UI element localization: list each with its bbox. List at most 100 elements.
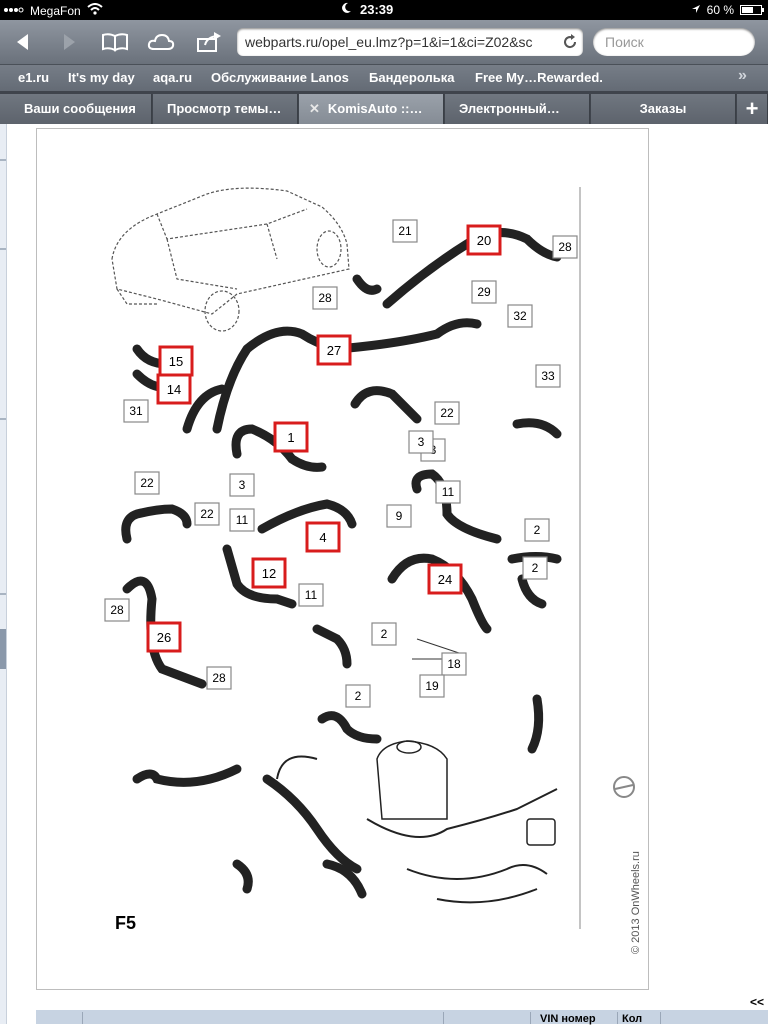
back-arrow-icon: [17, 34, 28, 50]
share-icon: [197, 32, 221, 52]
bookmark-item[interactable]: e1.ru: [18, 70, 50, 85]
callout: 28: [552, 235, 578, 259]
back-button[interactable]: [8, 28, 38, 56]
callout-number: 2: [381, 627, 388, 641]
bookmarks-more-button[interactable]: »: [738, 67, 747, 84]
url-text: webparts.ru/opel_eu.lmz?p=1&i=1&ci=Z02&s…: [245, 34, 533, 50]
callout-number: 28: [558, 240, 572, 254]
callout-number: 14: [167, 382, 181, 397]
callout-number: 11: [305, 588, 318, 602]
callout-number: 22: [140, 476, 154, 490]
callout: 11: [435, 480, 461, 504]
tab-item[interactable]: Ваши сообщения: [0, 94, 152, 124]
callout-highlighted: 20: [466, 224, 502, 256]
callout: 29: [471, 280, 497, 304]
table-header-qty: Кол: [622, 1013, 643, 1025]
callout-highlighted: 15: [158, 345, 194, 377]
callout-number: 18: [447, 657, 461, 671]
callout: 31: [123, 399, 149, 423]
cloud-icon: [147, 33, 175, 50]
callout-number: 19: [425, 679, 439, 693]
callout-number: 4: [319, 530, 326, 545]
callout-number: 11: [442, 485, 455, 499]
share-button[interactable]: [194, 28, 224, 56]
car-outline: [111, 187, 350, 332]
opel-logo-icon: [613, 776, 635, 798]
bookmark-item[interactable]: aqa.ru: [153, 70, 193, 85]
callout: 33: [535, 364, 561, 388]
battery-icon: [740, 5, 764, 15]
location-icon: [691, 3, 701, 17]
reload-icon[interactable]: [561, 32, 579, 56]
callout: 21: [392, 219, 418, 243]
callout-number: 27: [327, 343, 341, 358]
table-divider: [443, 1012, 444, 1024]
callout-number: 32: [513, 309, 527, 323]
callout: 18: [441, 652, 467, 676]
callout: 3: [408, 430, 434, 454]
plus-icon: +: [745, 96, 759, 121]
callout-number: 28: [212, 671, 226, 685]
figure-code: F5: [115, 913, 136, 933]
callout-number: 2: [534, 523, 541, 537]
bookmark-item[interactable]: It's my day: [68, 70, 135, 85]
clock-label: 23:39: [360, 2, 394, 17]
callout: 2: [345, 684, 371, 708]
callout: 32: [507, 304, 533, 328]
tab-item[interactable]: Заказы: [591, 94, 736, 124]
tab-item[interactable]: Электронный…: [445, 94, 590, 124]
callout: 28: [312, 286, 338, 310]
bookmark-item[interactable]: Бандеролька: [369, 70, 455, 85]
callout-number: 1: [287, 430, 294, 445]
pager-link[interactable]: <<: [750, 995, 765, 1009]
forward-button[interactable]: [54, 28, 84, 56]
callout-number: 2: [355, 689, 362, 703]
callout: 22: [434, 401, 460, 425]
callout: 9: [386, 504, 412, 528]
callout-highlighted: 1: [273, 421, 309, 453]
callout-highlighted: 26: [146, 621, 182, 653]
callout: 22: [134, 471, 160, 495]
bookmark-item[interactable]: Обслуживание Lanos: [211, 70, 349, 85]
callout-number: 24: [438, 572, 452, 587]
tab-close-icon[interactable]: ✕: [309, 101, 320, 116]
regular-callouts: 2128282932333122333112222119221121819228…: [104, 219, 578, 708]
callout-number: 22: [440, 406, 454, 420]
callout-highlighted: 14: [156, 373, 192, 405]
callout-number: 3: [239, 478, 246, 492]
callout-number: 29: [477, 285, 491, 299]
icloud-tabs-button[interactable]: [146, 28, 176, 56]
callout-number: 31: [129, 404, 143, 418]
results-table-header: [36, 1010, 768, 1024]
wifi-icon: [87, 3, 103, 18]
tab-label: Электронный…: [459, 101, 560, 116]
callout-highlighted: 27: [316, 334, 352, 366]
callout-number: 15: [169, 354, 183, 369]
callout: 22: [194, 502, 220, 526]
callout-number: 12: [262, 566, 276, 581]
table-divider: [82, 1012, 83, 1024]
tab-label: Просмотр темы…: [167, 101, 282, 116]
tab-label: Заказы: [639, 101, 687, 116]
tab-bar: Ваши сообщения Просмотр темы… ✕KomisAuto…: [0, 91, 768, 124]
callout-number: 9: [396, 509, 403, 523]
callout-highlighted: 24: [427, 563, 463, 595]
callout: 28: [206, 666, 232, 690]
callout-number: 3: [418, 435, 425, 449]
table-divider: [617, 1012, 618, 1024]
tab-item[interactable]: Просмотр темы…: [153, 94, 298, 124]
address-bar[interactable]: webparts.ru/opel_eu.lmz?p=1&i=1&ci=Z02&s…: [237, 28, 583, 56]
bookmarks-bar: e1.ru It's my day aqa.ru Обслуживание La…: [0, 65, 768, 91]
hose-shapes: [121, 228, 562, 899]
moon-icon: [340, 2, 352, 17]
new-tab-button[interactable]: +: [737, 94, 768, 124]
callout-number: 28: [318, 291, 332, 305]
bookmarks-button[interactable]: [100, 28, 130, 56]
search-input[interactable]: Поиск: [593, 28, 755, 56]
bookmark-item[interactable]: Free My…Rewarded.: [475, 70, 603, 85]
carrier-label: MegaFon: [30, 3, 81, 18]
callout-highlighted: 4: [305, 521, 341, 553]
tab-item-active[interactable]: ✕KomisAuto ::…: [299, 94, 444, 124]
